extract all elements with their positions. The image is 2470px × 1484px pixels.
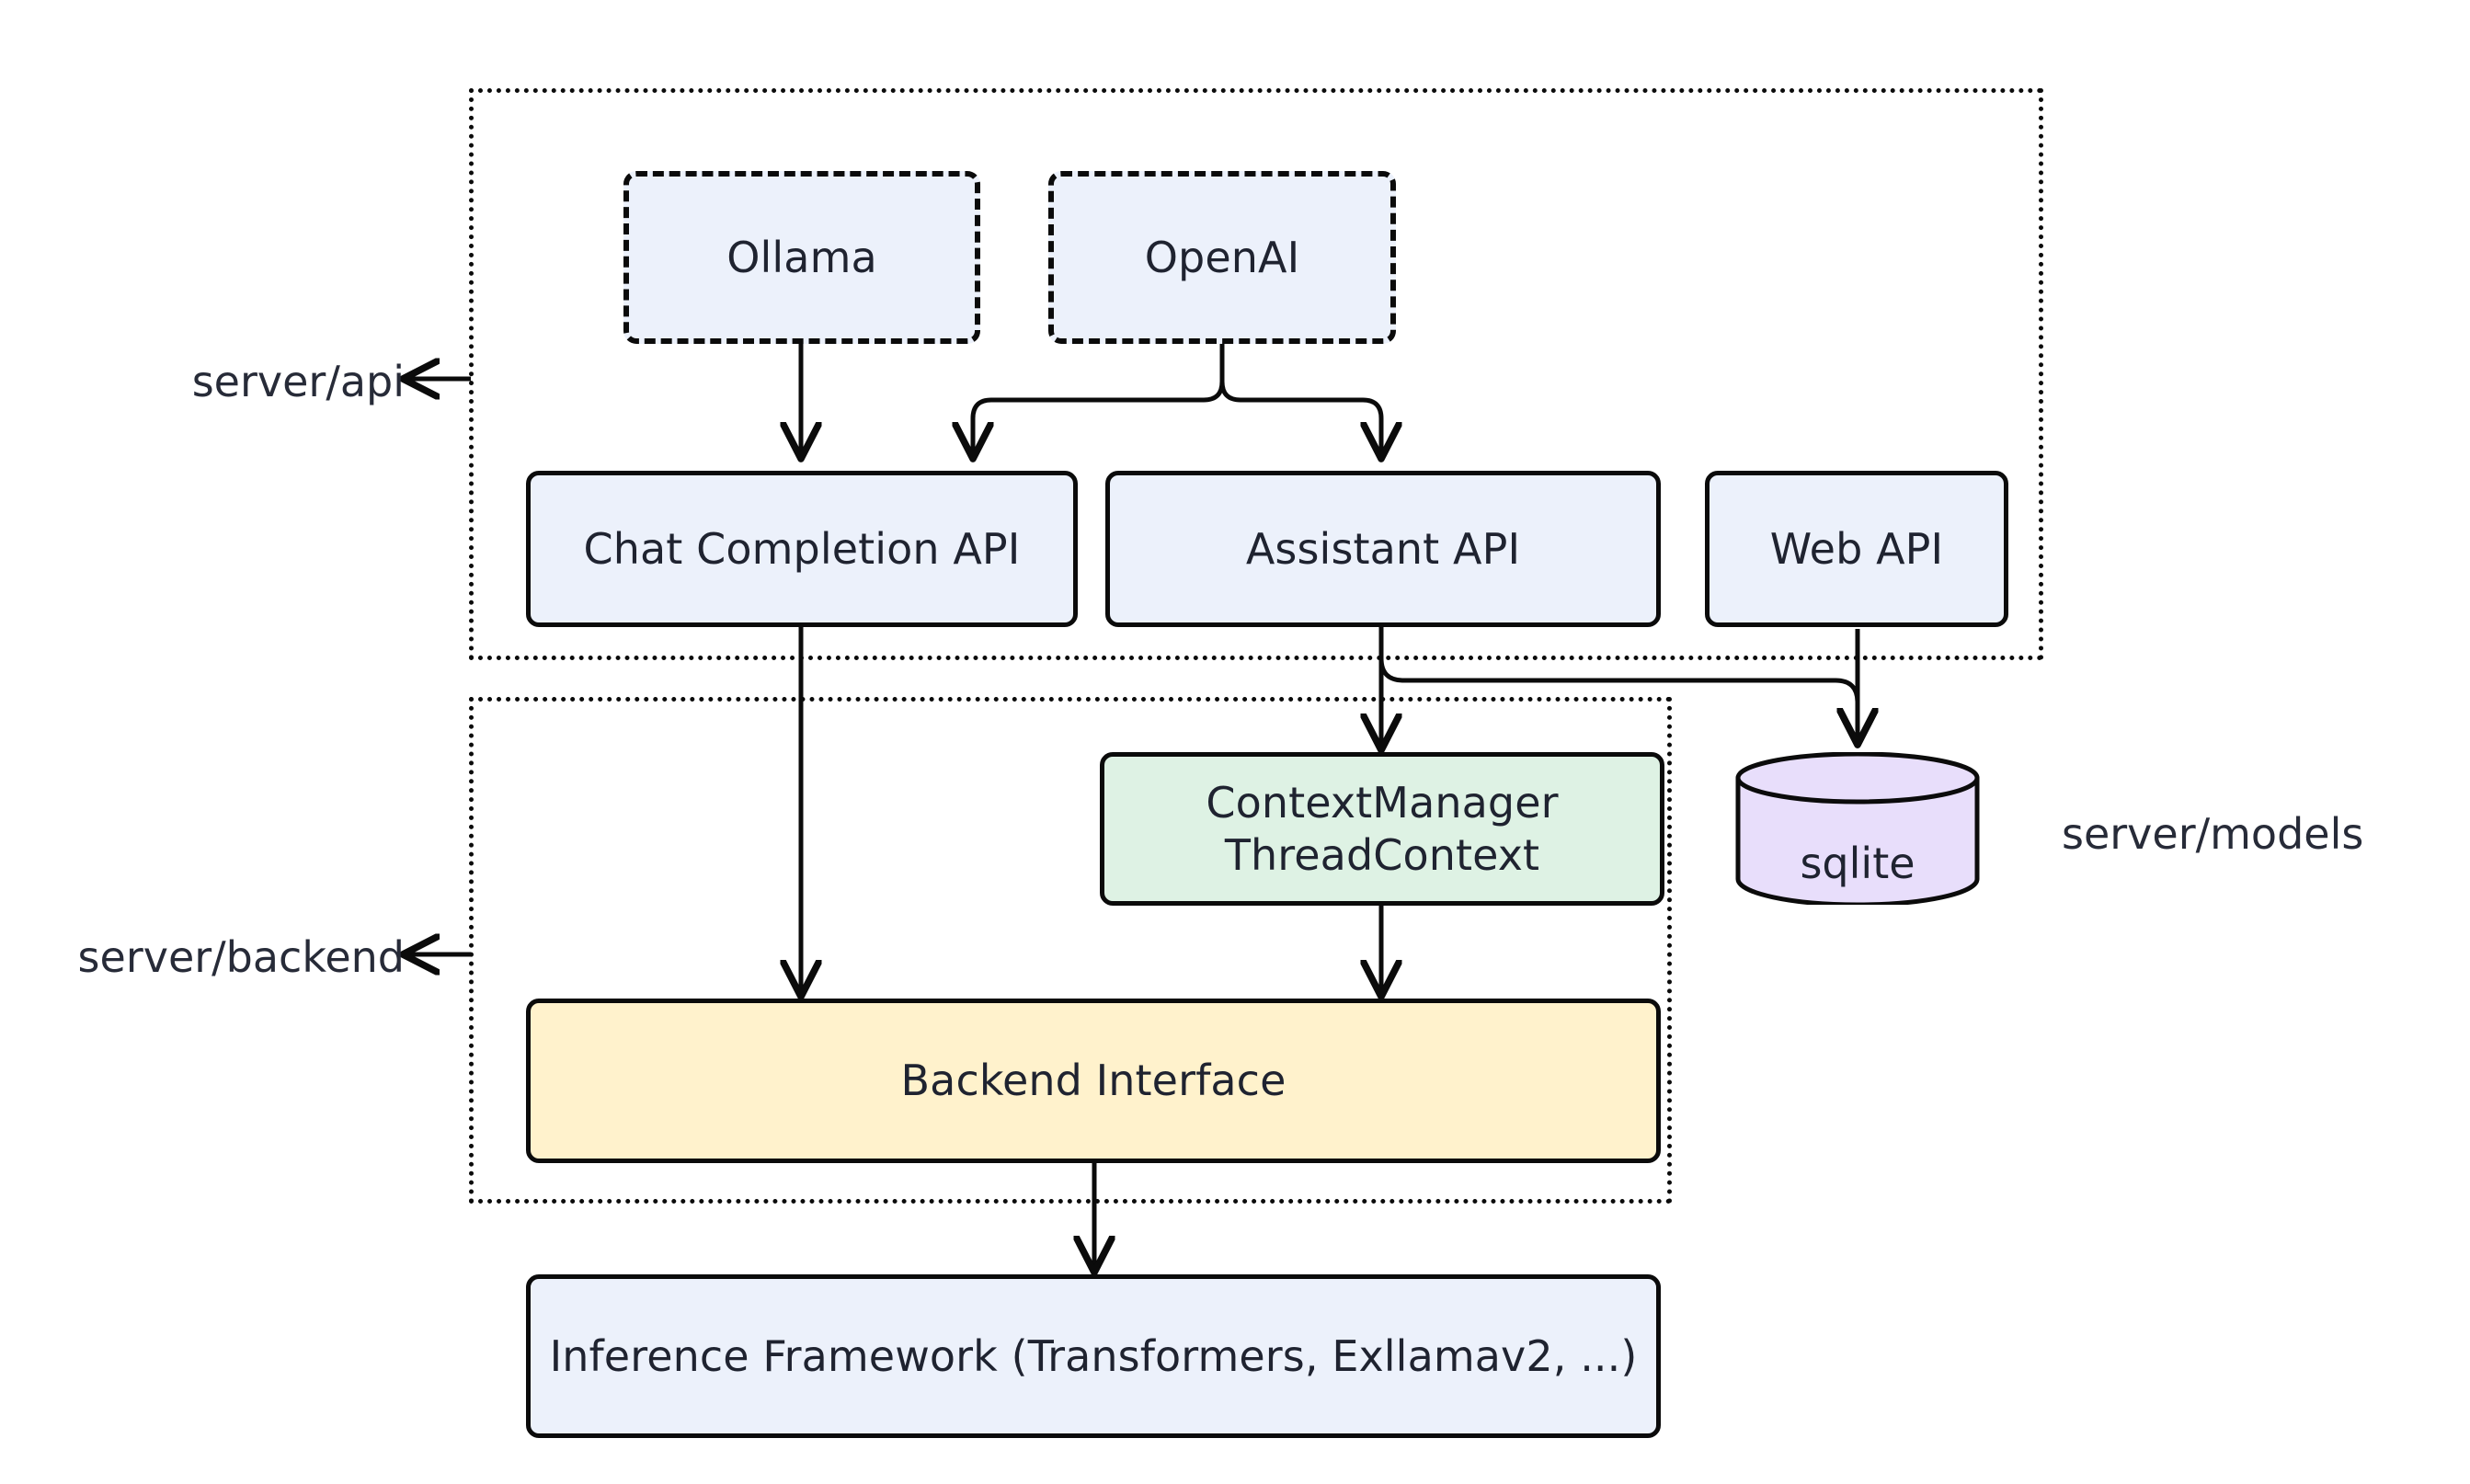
node-chat-completion-api-label: Chat Completion API	[583, 523, 1021, 574]
label-server-backend-text: server/backend	[77, 932, 405, 982]
node-inference-framework[interactable]: Inference Framework (Transformers, Exlla…	[526, 1274, 1661, 1438]
node-web-api[interactable]: Web API	[1705, 471, 2008, 627]
cylinder-top	[1735, 752, 1980, 805]
node-openai-label: OpenAI	[1144, 232, 1300, 282]
node-assistant-api-label: Assistant API	[1245, 523, 1521, 574]
label-server-models: server/models	[2062, 809, 2363, 859]
label-server-models-text: server/models	[2062, 809, 2364, 859]
node-ollama[interactable]: Ollama	[623, 171, 980, 344]
group-server-backend	[469, 697, 1672, 1204]
node-sqlite[interactable]: sqlite	[1732, 752, 1983, 905]
node-context-manager[interactable]: ContextManager ThreadContext	[1100, 752, 1664, 906]
group-server-api	[469, 88, 2043, 660]
node-openai[interactable]: OpenAI	[1048, 171, 1396, 344]
label-server-backend: server/backend	[0, 932, 405, 982]
node-chat-completion-api[interactable]: Chat Completion API	[526, 471, 1078, 627]
node-context-manager-line1: ContextManager	[1206, 778, 1559, 828]
node-ollama-label: Ollama	[726, 232, 877, 282]
label-server-api-text: server/api	[191, 357, 405, 406]
node-backend-interface-label: Backend Interface	[900, 1056, 1286, 1106]
node-inference-framework-label: Inference Framework (Transformers, Exlla…	[549, 1330, 1638, 1381]
label-server-api: server/api	[0, 357, 405, 406]
node-backend-interface[interactable]: Backend Interface	[526, 999, 1661, 1163]
node-context-manager-label: ContextManager ThreadContext	[1104, 777, 1660, 880]
node-web-api-label: Web API	[1769, 523, 1944, 574]
node-context-manager-line2: ThreadContext	[1224, 829, 1540, 880]
node-assistant-api[interactable]: Assistant API	[1105, 471, 1661, 627]
cylinder-body	[1735, 775, 1980, 905]
